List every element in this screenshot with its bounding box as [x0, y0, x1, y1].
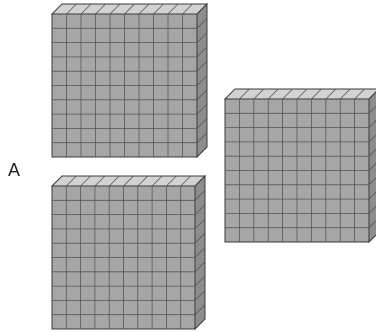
blocks-group [52, 4, 376, 329]
option-label: A [8, 160, 20, 180]
hundred-block-right [225, 89, 376, 242]
hundred-block-bottom-left [52, 176, 205, 329]
hundred-block-top-left [52, 4, 207, 157]
